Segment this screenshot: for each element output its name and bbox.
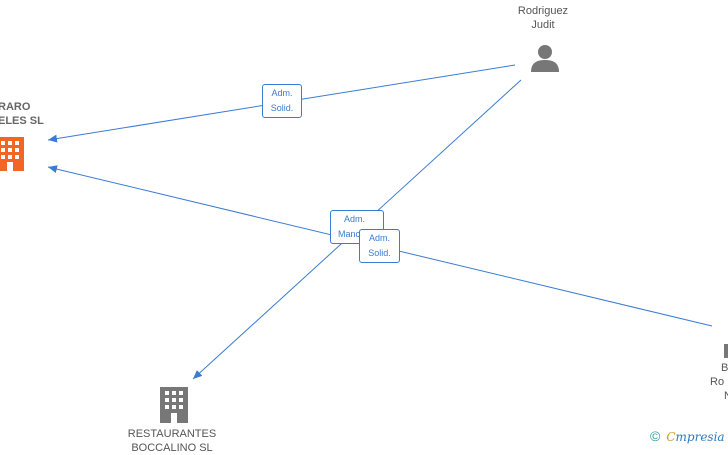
company-label-restaurantes[interactable]: RESTAURANTES BOCCALINO SL xyxy=(112,427,232,455)
company-name-line1: RARO xyxy=(0,101,31,113)
edge-label-line2: Manc. xyxy=(338,229,363,239)
person-icon-partial[interactable] xyxy=(724,344,728,358)
person-name-line1: B xyxy=(721,362,728,374)
company-name-line1: RESTAURANTES xyxy=(127,428,217,440)
building-icon-highlight[interactable] xyxy=(0,137,26,171)
person-name-line2: Judit xyxy=(531,19,555,31)
company-label-left[interactable]: RARO ELES SL xyxy=(0,100,48,128)
brand-name: mpresia xyxy=(675,430,725,444)
empresia-logo: © Cmpresia xyxy=(650,428,725,444)
copyright-symbol: © xyxy=(650,428,661,444)
edge-label-line2: Solid. xyxy=(270,103,294,113)
building-icon[interactable] xyxy=(159,387,189,423)
edge-label-adm-solid-left[interactable]: Adm. Solid. xyxy=(262,84,302,118)
edge-label-line1: Adm. xyxy=(344,214,366,224)
person-icon[interactable] xyxy=(530,43,560,73)
edge-label-line1: Adm. xyxy=(368,233,390,243)
company-name-line2: BOCCALINO SL xyxy=(131,442,213,454)
edge-label-line1: Adm. xyxy=(271,88,293,98)
person-label-right[interactable]: B Ro N xyxy=(706,361,728,403)
person-name-line1: Rodriguez xyxy=(517,5,569,17)
edge-label-adm-solid-right[interactable]: Adm. Solid. xyxy=(359,229,400,263)
person-name-line3: N xyxy=(724,390,728,402)
company-name-line2: ELES SL xyxy=(0,115,44,127)
person-label-rodriguez[interactable]: Rodriguez Judit xyxy=(503,4,583,32)
edge-label-line2: Solid. xyxy=(368,248,391,258)
person-name-line2: Ro xyxy=(710,376,725,388)
brand-letter-e: C xyxy=(666,430,676,444)
